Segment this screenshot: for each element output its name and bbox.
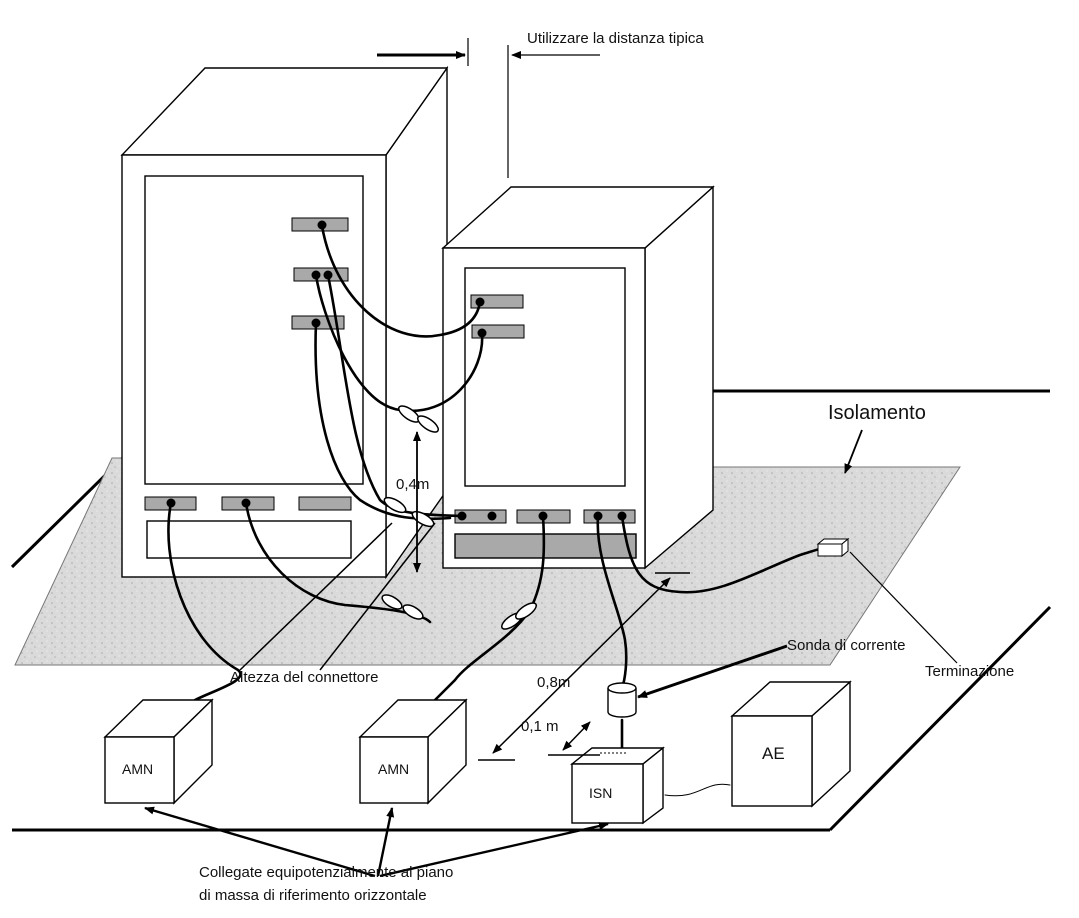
termination-label: Terminazione [925,663,1015,680]
isn-box [570,746,665,825]
bonding-note-line2: di massa di riferimento orizzontale [199,887,427,904]
amn-middle-box [358,698,468,805]
height-04-label: 0,4m [396,476,430,493]
reference-ground-plane [10,389,1052,832]
isn-label: ISN [589,785,613,801]
insulation-label: Isolamento [828,402,926,424]
distance-01-label: 0,1 m [521,718,559,735]
ae-box [730,680,852,808]
amn-middle-label: AMN [378,761,410,777]
amn-left-label: AMN [122,761,154,777]
current-probe-label: Sonda di corrente [787,637,906,654]
ae-label: AE [762,744,785,763]
connector-pins [166,220,627,521]
termination [816,537,850,558]
current-probe [607,682,637,718]
bonding-note-line1: Collegate equipotenzialmente al piano [199,864,454,881]
distance-08-label: 0,8m [537,674,571,691]
annotation-lines [144,38,958,878]
typical-distance-label: Utilizzare la distanza tipica [527,30,704,47]
amn-left-box [103,698,214,805]
connector-height-label: Altezza del connettore [230,669,379,686]
